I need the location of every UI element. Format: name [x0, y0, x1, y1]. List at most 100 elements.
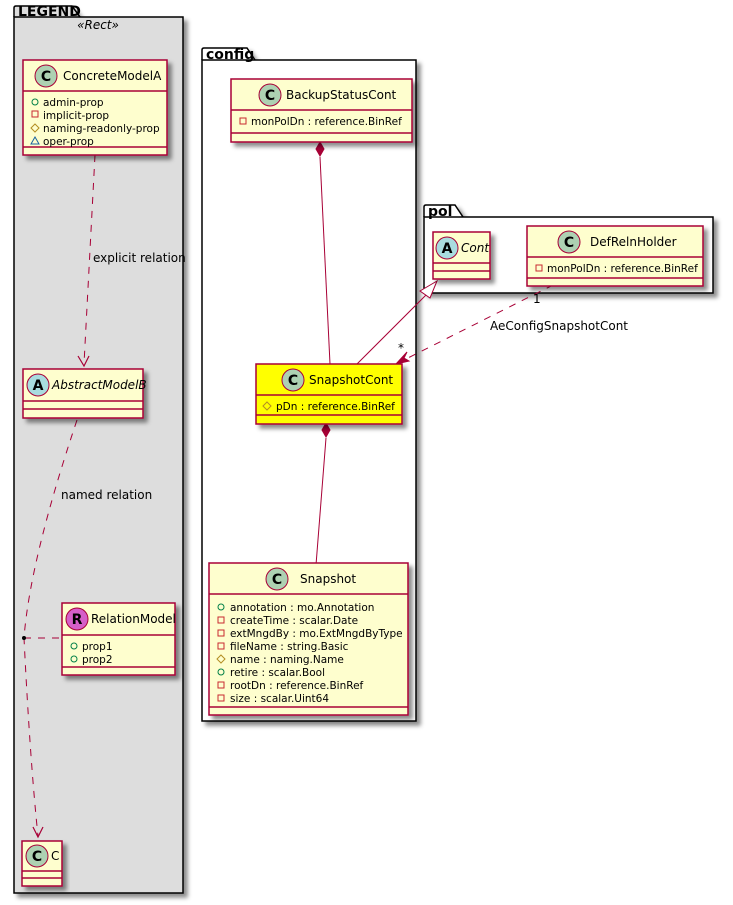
private-icon [535, 264, 543, 272]
attr-row: monPolDn : reference.BinRef [535, 263, 698, 275]
class-snapshot-cont[interactable]: C SnapshotCont pDn : reference.BinRef [255, 363, 403, 425]
svg-text:A: A [442, 241, 453, 257]
svg-text:naming-readonly-prop: naming-readonly-prop [43, 123, 160, 135]
class-name: BackupStatusCont [286, 88, 397, 102]
arrowhead-icon [394, 351, 411, 365]
svg-text:extMngdBy : mo.ExtMngdByType: extMngdBy : mo.ExtMngdByType [230, 628, 403, 640]
public-icon [31, 98, 39, 106]
class-snapshot[interactable]: C Snapshot annotation : mo.Annotation cr… [208, 562, 409, 716]
relation-generalization [356, 279, 439, 365]
attr-row: extMngdBy : mo.ExtMngdByType [217, 628, 403, 640]
class-c-icon: C [34, 64, 58, 88]
protected-icon [262, 401, 272, 411]
relation-named: named relation [22, 419, 152, 839]
private-icon [239, 117, 247, 125]
protected-icon [30, 123, 40, 133]
protected-icon [216, 654, 226, 664]
class-name: Snapshot [300, 572, 356, 586]
class-c-icon: C [25, 844, 49, 868]
class-name: DefRelnHolder [590, 235, 677, 249]
class-cont[interactable]: A Cont [432, 231, 491, 280]
relation-composition-snapshot [315, 421, 331, 566]
svg-text:A: A [33, 378, 44, 394]
attr-row: fileName : string.Basic [217, 641, 349, 653]
public-icon [70, 642, 78, 650]
svg-text:annotation : mo.Annotation: annotation : mo.Annotation [230, 602, 374, 614]
composition-diamond-icon [315, 140, 325, 158]
class-name: ConcreteModelA [63, 69, 162, 83]
attr-row: implicit-prop [31, 110, 109, 122]
private-icon [217, 616, 225, 624]
svg-text:name : naming.Name: name : naming.Name [230, 654, 344, 666]
svg-text:C: C [32, 849, 42, 865]
svg-text:C: C [272, 572, 282, 588]
svg-text:rootDn : reference.BinRef: rootDn : reference.BinRef [230, 680, 364, 692]
private-icon [217, 681, 225, 689]
class-c[interactable]: C C [21, 840, 63, 887]
multiplicity-target: * [398, 341, 404, 355]
public-icon [70, 655, 78, 663]
svg-text:C: C [41, 69, 51, 85]
composition-diamond-icon [321, 421, 331, 439]
attr-row: rootDn : reference.BinRef [217, 680, 364, 692]
package-legend-stereotype: «Rect» [77, 18, 119, 32]
inheritance-triangle-icon [419, 279, 439, 299]
svg-text:monPolDn : reference.BinRef: monPolDn : reference.BinRef [547, 263, 698, 275]
package-legend: LEGEND «Rect» [13, 4, 184, 894]
class-a-icon: A [435, 236, 459, 260]
package-config-label: config [206, 47, 254, 63]
class-name: C [51, 849, 59, 863]
private-icon [217, 694, 225, 702]
svg-text:monPolDn : reference.BinRef: monPolDn : reference.BinRef [251, 116, 402, 128]
attr-row: admin-prop [31, 97, 104, 109]
svg-text:pDn : reference.BinRef: pDn : reference.BinRef [276, 401, 395, 413]
class-def-reln-holder[interactable]: C DefRelnHolder monPolDn : reference.Bin… [526, 225, 704, 287]
public-icon [217, 603, 225, 611]
class-relation-model[interactable]: R RelationModel prop1 prop2 [61, 602, 176, 676]
public-icon [217, 668, 225, 676]
class-c-icon: C [281, 368, 305, 392]
class-c-icon: C [258, 83, 282, 107]
class-name: AbstractModelB [51, 378, 147, 392]
relation-composition-backup [315, 140, 331, 365]
attr-row: annotation : mo.Annotation [217, 602, 374, 614]
attr-row: size : scalar.Uint64 [217, 693, 329, 705]
svg-text:size : scalar.Uint64: size : scalar.Uint64 [230, 693, 329, 705]
private-icon [31, 110, 39, 118]
svg-text:C: C [265, 88, 275, 104]
class-backup-status-cont[interactable]: C BackupStatusCont monPolDn : reference.… [230, 78, 413, 143]
svg-text:implicit-prop: implicit-prop [43, 110, 109, 122]
svg-text:createTime : scalar.Date: createTime : scalar.Date [230, 615, 358, 627]
class-r-icon: R [65, 607, 89, 631]
attr-row: prop1 [70, 641, 113, 653]
relation-ae-config-label: AeConfigSnapshotCont [490, 319, 628, 333]
attr-row: retire : scalar.Bool [217, 667, 325, 679]
relation-explicit-label: explicit relation [93, 251, 186, 265]
svg-text:prop2: prop2 [82, 654, 113, 666]
attr-row: oper-prop [30, 135, 94, 148]
package-pol-label: pol [428, 204, 452, 220]
class-concrete-model-a[interactable]: C ConcreteModelA admin-prop implicit-pro… [22, 59, 168, 156]
class-c-icon: C [265, 567, 289, 591]
svg-text:R: R [72, 612, 83, 628]
relation-ae-config: 1 * AeConfigSnapshotCont [394, 284, 628, 365]
relation-explicit: explicit relation [77, 154, 186, 368]
attr-row: name : naming.Name [216, 654, 344, 666]
association-point [22, 636, 26, 640]
svg-text:retire : scalar.Bool: retire : scalar.Bool [230, 667, 325, 679]
arrowhead-icon [32, 826, 44, 839]
class-abstract-model-b[interactable]: A AbstractModelB [22, 368, 147, 419]
class-name: Cont [461, 241, 490, 255]
attr-row: prop2 [70, 654, 113, 666]
package-icon [30, 135, 40, 145]
svg-text:admin-prop: admin-prop [43, 97, 104, 109]
svg-text:oper-prop: oper-prop [43, 136, 94, 148]
svg-text:prop1: prop1 [82, 641, 113, 653]
multiplicity-source: 1 [533, 292, 541, 306]
attr-row: naming-readonly-prop [30, 123, 160, 135]
class-name: RelationModel [91, 612, 176, 626]
package-legend-label: LEGEND [18, 4, 81, 20]
class-c-icon: C [557, 230, 581, 254]
private-icon [217, 629, 225, 637]
attr-row: monPolDn : reference.BinRef [239, 116, 402, 128]
